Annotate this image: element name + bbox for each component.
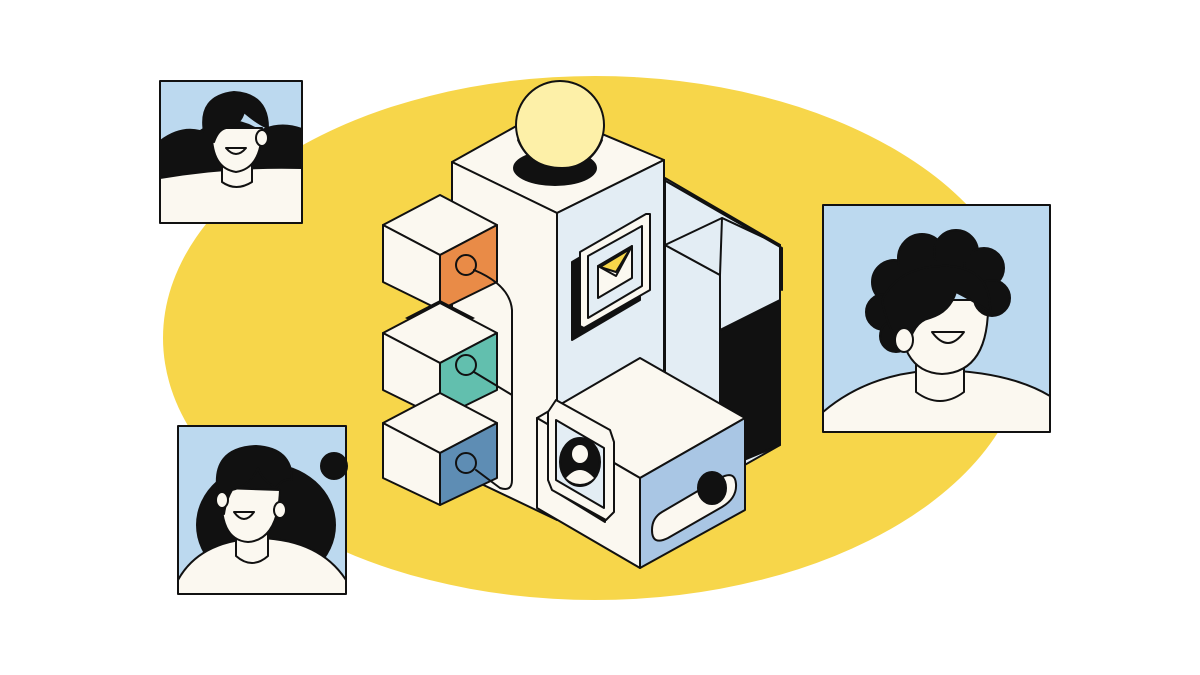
hair-bun: [320, 452, 348, 480]
connector-line-top: [663, 179, 783, 291]
user-profile-icon: [559, 437, 601, 487]
profile-badge: [547, 399, 615, 523]
cube-blue: [382, 392, 498, 506]
cube-orange: [382, 194, 498, 311]
avatar-top-left: [159, 80, 303, 224]
mail-badge: [571, 213, 651, 341]
avatar-bottom-left: [177, 425, 348, 595]
mail-icon: [597, 245, 633, 299]
cube-connector-wires: [473, 269, 513, 490]
sphere-light: [513, 80, 605, 186]
cube-teal: [382, 302, 498, 419]
avatar-right: [822, 204, 1051, 433]
toggle-switch-icon: [651, 471, 738, 542]
